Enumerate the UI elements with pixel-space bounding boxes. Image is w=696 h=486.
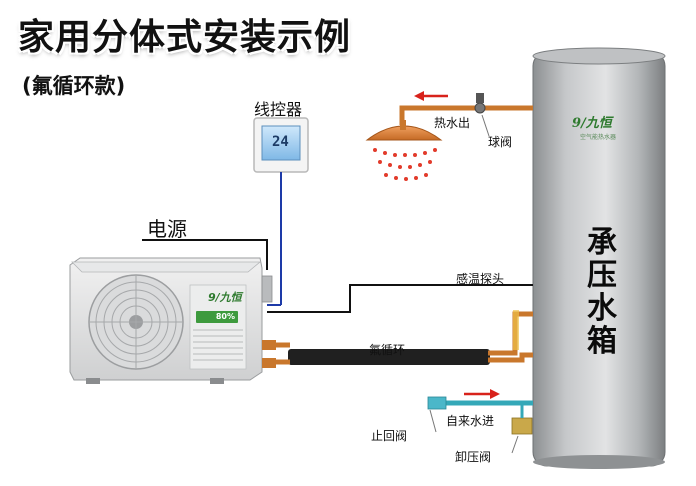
line-controller-device: [253, 117, 309, 306]
shower-water-drops-icon: [373, 148, 437, 181]
pressure-relief-valve-label: 卸压阀: [455, 450, 492, 464]
temperature-sensor-label: 感温探头: [456, 272, 505, 286]
flow-arrow-hot-out: [414, 91, 448, 101]
page-subtitle: (氟循环款): [22, 74, 126, 98]
shower-head-icon: [365, 125, 443, 141]
tank-label: 承压水箱: [587, 225, 617, 359]
temperature-sensor-wire: [267, 284, 533, 313]
ball-valve-label: 球阀: [488, 135, 513, 149]
refrigerant-loop-pipe: [276, 310, 533, 365]
line-controller-label: 线控器: [254, 100, 303, 119]
controller-temperature-readout: 24: [272, 134, 289, 150]
check-valve-label: 止回阀: [371, 429, 408, 443]
ball-valve-handle: [476, 93, 484, 103]
tap-water-inlet-label: 自来水进: [446, 414, 495, 428]
tank-brand-logo: 9/九恒: [572, 116, 612, 131]
check-valve-body: [427, 396, 447, 410]
flow-arrow-water-in: [464, 389, 500, 399]
outdoor-heat-pump-unit: [69, 257, 276, 384]
callout-lines: [429, 114, 519, 454]
refrigerant-loop-label: 氟循环: [369, 343, 406, 357]
tank-brand-subtext: 空气能热水器: [580, 134, 617, 141]
unit-efficiency-badge: 80%: [196, 311, 238, 323]
hot-water-out-label: 热水出: [434, 116, 471, 130]
power-label: 电源: [147, 217, 187, 241]
pressure-water-tank: [532, 47, 666, 469]
hot-water-outlet-pipe: [365, 93, 533, 141]
power-cable: [142, 239, 268, 270]
pressure-relief-valve-body: [511, 417, 533, 435]
unit-brand-logo: 9/九恒: [208, 291, 242, 304]
tap-water-inlet-pipe: [427, 396, 533, 435]
page-title: 家用分体式安装示例: [18, 17, 352, 58]
